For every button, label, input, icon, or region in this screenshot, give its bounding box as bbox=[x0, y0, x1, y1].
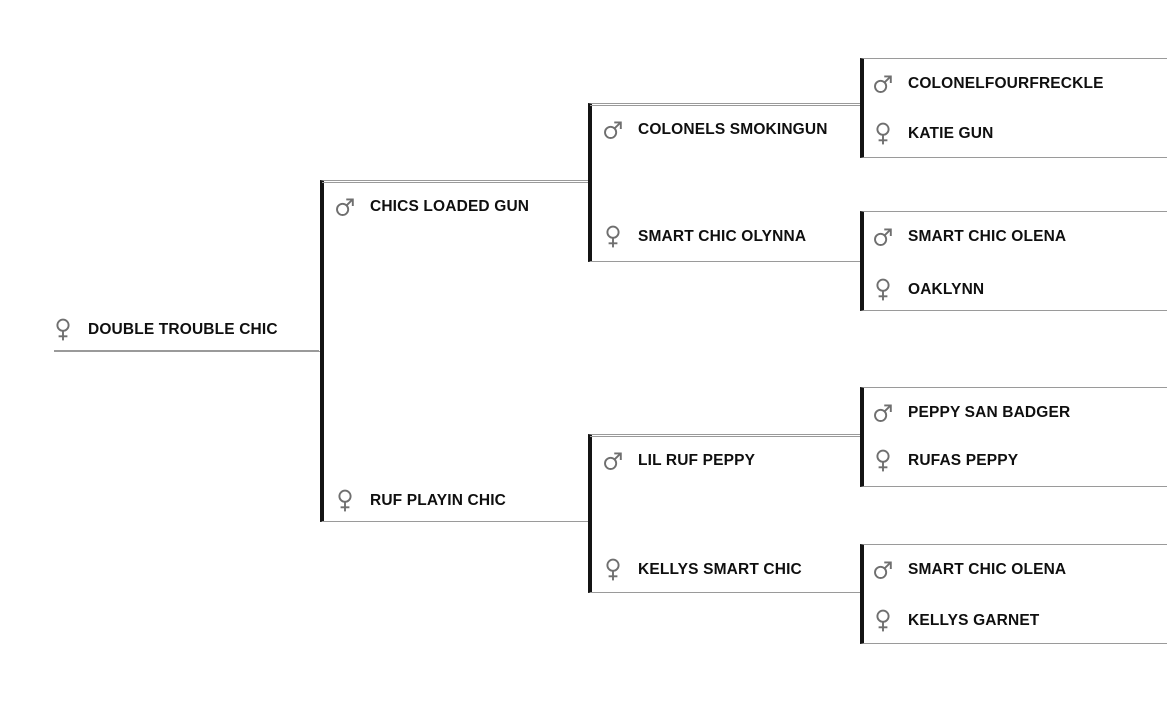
node-generation4-4[interactable]: PEPPY SAN BADGER bbox=[872, 400, 1070, 426]
connector-gen2-0-to-gen3 bbox=[322, 182, 590, 183]
node-label: SMART CHIC OLENA bbox=[908, 228, 1067, 245]
node-generation4-6[interactable]: SMART CHIC OLENA bbox=[872, 557, 1066, 583]
node-generation4-1[interactable]: KATIE GUN bbox=[872, 121, 993, 147]
node-label: OAKLYNN bbox=[908, 281, 985, 298]
mars-icon bbox=[872, 71, 894, 97]
node-label: SMART CHIC OLENA bbox=[908, 561, 1067, 578]
mars-icon bbox=[602, 117, 624, 143]
node-label: COLONELFOURFRECKLE bbox=[908, 75, 1104, 92]
subject-rail bbox=[54, 243, 319, 351]
bracket-greatgrandparents-1 bbox=[860, 58, 1167, 158]
node-generation3-0[interactable]: COLONELS SMOKINGUN bbox=[602, 117, 828, 143]
node-generation4-2[interactable]: SMART CHIC OLENA bbox=[872, 224, 1066, 250]
connector-gen1-to-gen2 bbox=[54, 351, 322, 352]
bracket-greatgrandparents-4 bbox=[860, 544, 1167, 644]
node-label: COLONELS SMOKINGUN bbox=[638, 121, 828, 138]
bracket-greatgrandparents-3 bbox=[860, 387, 1167, 487]
mars-icon bbox=[602, 448, 624, 474]
venus-icon bbox=[602, 224, 624, 250]
mars-icon bbox=[334, 194, 356, 220]
venus-icon bbox=[334, 488, 356, 514]
venus-icon bbox=[872, 121, 894, 147]
node-label: KELLYS SMART CHIC bbox=[638, 561, 802, 578]
node-generation3-2[interactable]: LIL RUF PEPPY bbox=[602, 448, 755, 474]
node-label: DOUBLE TROUBLE CHIC bbox=[88, 321, 278, 338]
connector-gen2-1-to-gen3 bbox=[322, 521, 590, 522]
venus-icon bbox=[872, 277, 894, 303]
node-generation4-7[interactable]: KELLYS GARNET bbox=[872, 608, 1039, 634]
venus-icon bbox=[872, 448, 894, 474]
bracket-greatgrandparents-2 bbox=[860, 211, 1167, 311]
node-label: PEPPY SAN BADGER bbox=[908, 404, 1071, 421]
node-label: KATIE GUN bbox=[908, 125, 994, 142]
node-generation1-0[interactable]: DOUBLE TROUBLE CHIC bbox=[52, 317, 278, 343]
node-label: CHICS LOADED GUN bbox=[370, 198, 530, 215]
node-generation3-3[interactable]: KELLYS SMART CHIC bbox=[602, 557, 802, 583]
node-generation3-1[interactable]: SMART CHIC OLYNNA bbox=[602, 224, 806, 250]
node-label: SMART CHIC OLYNNA bbox=[638, 228, 807, 245]
node-label: RUFAS PEPPY bbox=[908, 452, 1019, 469]
venus-icon bbox=[602, 557, 624, 583]
mars-icon bbox=[872, 400, 894, 426]
node-generation2-1[interactable]: RUF PLAYIN CHIC bbox=[334, 488, 506, 514]
venus-icon bbox=[52, 317, 74, 343]
connector-gen3-3-to-gen4 bbox=[590, 592, 862, 593]
node-generation4-3[interactable]: OAKLYNN bbox=[872, 277, 984, 303]
venus-icon bbox=[872, 608, 894, 634]
connector-gen3-1-to-gen4 bbox=[590, 261, 862, 262]
mars-icon bbox=[872, 224, 894, 250]
mars-icon bbox=[872, 557, 894, 583]
bracket-parents bbox=[320, 180, 588, 522]
connector-gen3-0-to-gen4 bbox=[590, 105, 862, 106]
node-label: KELLYS GARNET bbox=[908, 612, 1040, 629]
node-generation2-0[interactable]: CHICS LOADED GUN bbox=[334, 194, 529, 220]
connector-gen3-2-to-gen4 bbox=[590, 436, 862, 437]
node-label: RUF PLAYIN CHIC bbox=[370, 492, 507, 509]
node-generation4-5[interactable]: RUFAS PEPPY bbox=[872, 448, 1018, 474]
node-label: LIL RUF PEPPY bbox=[638, 452, 756, 469]
node-generation4-0[interactable]: COLONELFOURFRECKLE bbox=[872, 71, 1104, 97]
